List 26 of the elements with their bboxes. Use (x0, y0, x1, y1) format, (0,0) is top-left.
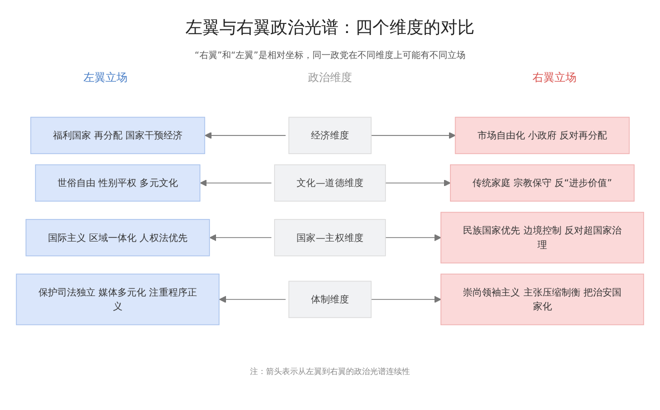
arrow (385, 234, 442, 242)
node-box: 文化—道德维度 (274, 164, 386, 202)
node-box: 福利国家 再分配 国家干预经济 (30, 116, 206, 154)
column-heading: 左翼立场 (84, 70, 128, 85)
subtitle: “右翼”和“左翼”是相对坐标，同一政党在不同维度上可能有不同立场 (194, 50, 466, 62)
node-box: 传统家庭 宗教保守 反“进步价值” (450, 164, 635, 202)
node-box: 国际主义 区域一体化 人权法优先 (26, 219, 210, 256)
node-box: 国家—主权维度 (274, 219, 386, 256)
node-box: 民族国家优先 边境控制 反对超国家治理 (440, 212, 644, 264)
arrow (204, 132, 286, 139)
arrow (209, 234, 272, 242)
note: 注：箭头表示从左翼到右翼的政治光谱连续性 (249, 366, 411, 377)
arrow (370, 132, 456, 139)
title: 左翼与右翼政治光谱：四个维度的对比 (184, 17, 476, 39)
node-box: 保护司法独立 媒体多元化 注重程序正义 (16, 274, 220, 326)
node-box: 世俗自由 性别平权 多元文化 (35, 164, 200, 202)
node-box: 崇尚领袖主义 主张压缩制衡 把治安国家化 (440, 274, 644, 326)
column-heading: 政治维度 (308, 70, 352, 85)
column-heading: 右翼立场 (532, 70, 576, 85)
node-box: 市场自由化 小政府 反对再分配 (454, 116, 630, 154)
node-box: 体制维度 (288, 280, 372, 318)
arrow (370, 296, 442, 303)
arrow (385, 180, 451, 186)
node-box: 经济维度 (288, 116, 372, 154)
arrow (200, 180, 272, 186)
arrow (219, 296, 286, 303)
